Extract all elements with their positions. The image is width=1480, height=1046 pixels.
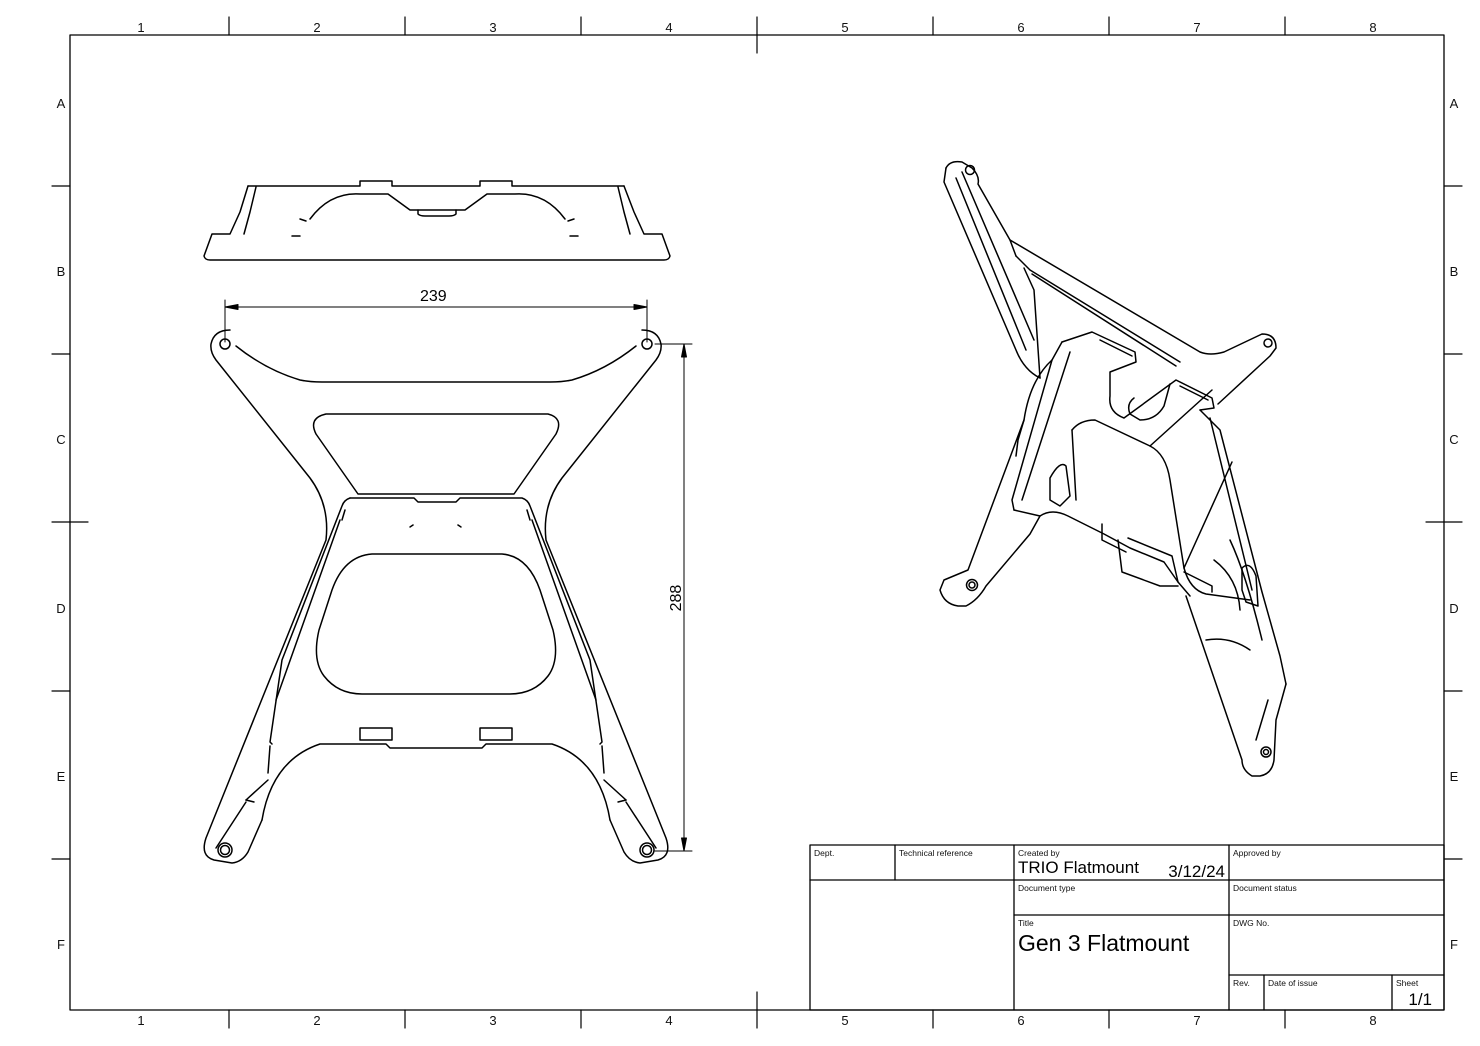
document-type-label: Document type: [1018, 883, 1076, 893]
title-block-grid: [809, 844, 1445, 1011]
col-label-bottom-6: 6: [1017, 1013, 1025, 1028]
column-ticks-bottom: [228, 991, 1286, 1029]
height-dimension: [654, 343, 693, 852]
row-label-right-b: B: [1449, 264, 1459, 279]
sheet-cell: Sheet 1/1: [1392, 975, 1444, 1010]
col-label-top-4: 4: [665, 20, 673, 35]
rev-label: Rev.: [1233, 978, 1250, 988]
created-date: 3/12/24: [1168, 862, 1225, 881]
row-ticks-right: [1425, 185, 1463, 860]
col-label-top-7: 7: [1193, 20, 1201, 35]
row-label-right-e: E: [1449, 769, 1459, 784]
mounting-holes-front: [217, 338, 655, 858]
row-label-left-c: C: [56, 432, 66, 447]
created-by-cell: Created by TRIO Flatmount 3/12/24: [1014, 845, 1229, 881]
document-type-cell: Document type: [1014, 880, 1229, 915]
row-label-right-d: D: [1449, 601, 1459, 616]
col-label-top-1: 1: [137, 20, 145, 35]
row-label-right-c: C: [1449, 432, 1459, 447]
drawing-title: Gen 3 Flatmount: [1018, 930, 1190, 956]
technical-reference-cell: Technical reference: [895, 845, 1014, 880]
approved-by-cell: Approved by: [1229, 845, 1444, 880]
row-label-left-f: F: [57, 937, 65, 952]
title-label: Title: [1018, 918, 1034, 928]
row-label-left-d: D: [56, 601, 66, 616]
title-block: Dept. Technical reference Created by TRI…: [810, 845, 1444, 1010]
column-ticks-top: [228, 16, 1286, 54]
dept-cell: Dept.: [810, 845, 895, 880]
side-view-drawing: [203, 180, 671, 261]
dwg-no-label: DWG No.: [1233, 918, 1270, 928]
col-label-bottom-3: 3: [489, 1013, 497, 1028]
col-label-top-5: 5: [841, 20, 849, 35]
col-label-bottom-4: 4: [665, 1013, 673, 1028]
dept-label: Dept.: [814, 848, 835, 858]
col-label-bottom-7: 7: [1193, 1013, 1201, 1028]
created-by-value: TRIO Flatmount: [1018, 858, 1139, 877]
row-ticks-left: [51, 185, 89, 860]
col-label-top-6: 6: [1017, 20, 1025, 35]
isometric-view-drawing: [939, 160, 1287, 777]
sheet-label: Sheet: [1396, 978, 1419, 988]
front-view-drawing: [203, 329, 669, 864]
col-label-bottom-2: 2: [313, 1013, 321, 1028]
approved-by-label: Approved by: [1233, 848, 1281, 858]
row-label-right-a: A: [1449, 96, 1459, 111]
row-label-right-f: F: [1450, 937, 1458, 952]
col-label-bottom-5: 5: [841, 1013, 849, 1028]
title-cell: Title Gen 3 Flatmount: [1014, 915, 1229, 1010]
date-of-issue-label: Date of issue: [1268, 978, 1318, 988]
col-label-top-3: 3: [489, 20, 497, 35]
date-of-issue-cell: Date of issue: [1264, 975, 1392, 1010]
created-by-label: Created by: [1018, 848, 1060, 858]
col-label-top-8: 8: [1369, 20, 1377, 35]
col-label-top-2: 2: [313, 20, 321, 35]
height-dimension-value: 288: [668, 584, 685, 612]
row-label-left-e: E: [56, 769, 66, 784]
sheet-value: 1/1: [1408, 990, 1432, 1009]
document-status-cell: Document status: [1229, 880, 1444, 915]
width-dimension: [224, 299, 648, 343]
technical-reference-label: Technical reference: [899, 848, 973, 858]
row-label-left-b: B: [56, 264, 66, 279]
rev-cell: Rev.: [1229, 975, 1264, 1010]
row-label-left-a: A: [56, 96, 66, 111]
col-label-bottom-8: 8: [1369, 1013, 1377, 1028]
dwg-no-cell: DWG No.: [1229, 915, 1444, 975]
width-dimension-value: 239: [420, 288, 447, 305]
document-status-label: Document status: [1233, 883, 1297, 893]
col-label-bottom-1: 1: [137, 1013, 145, 1028]
